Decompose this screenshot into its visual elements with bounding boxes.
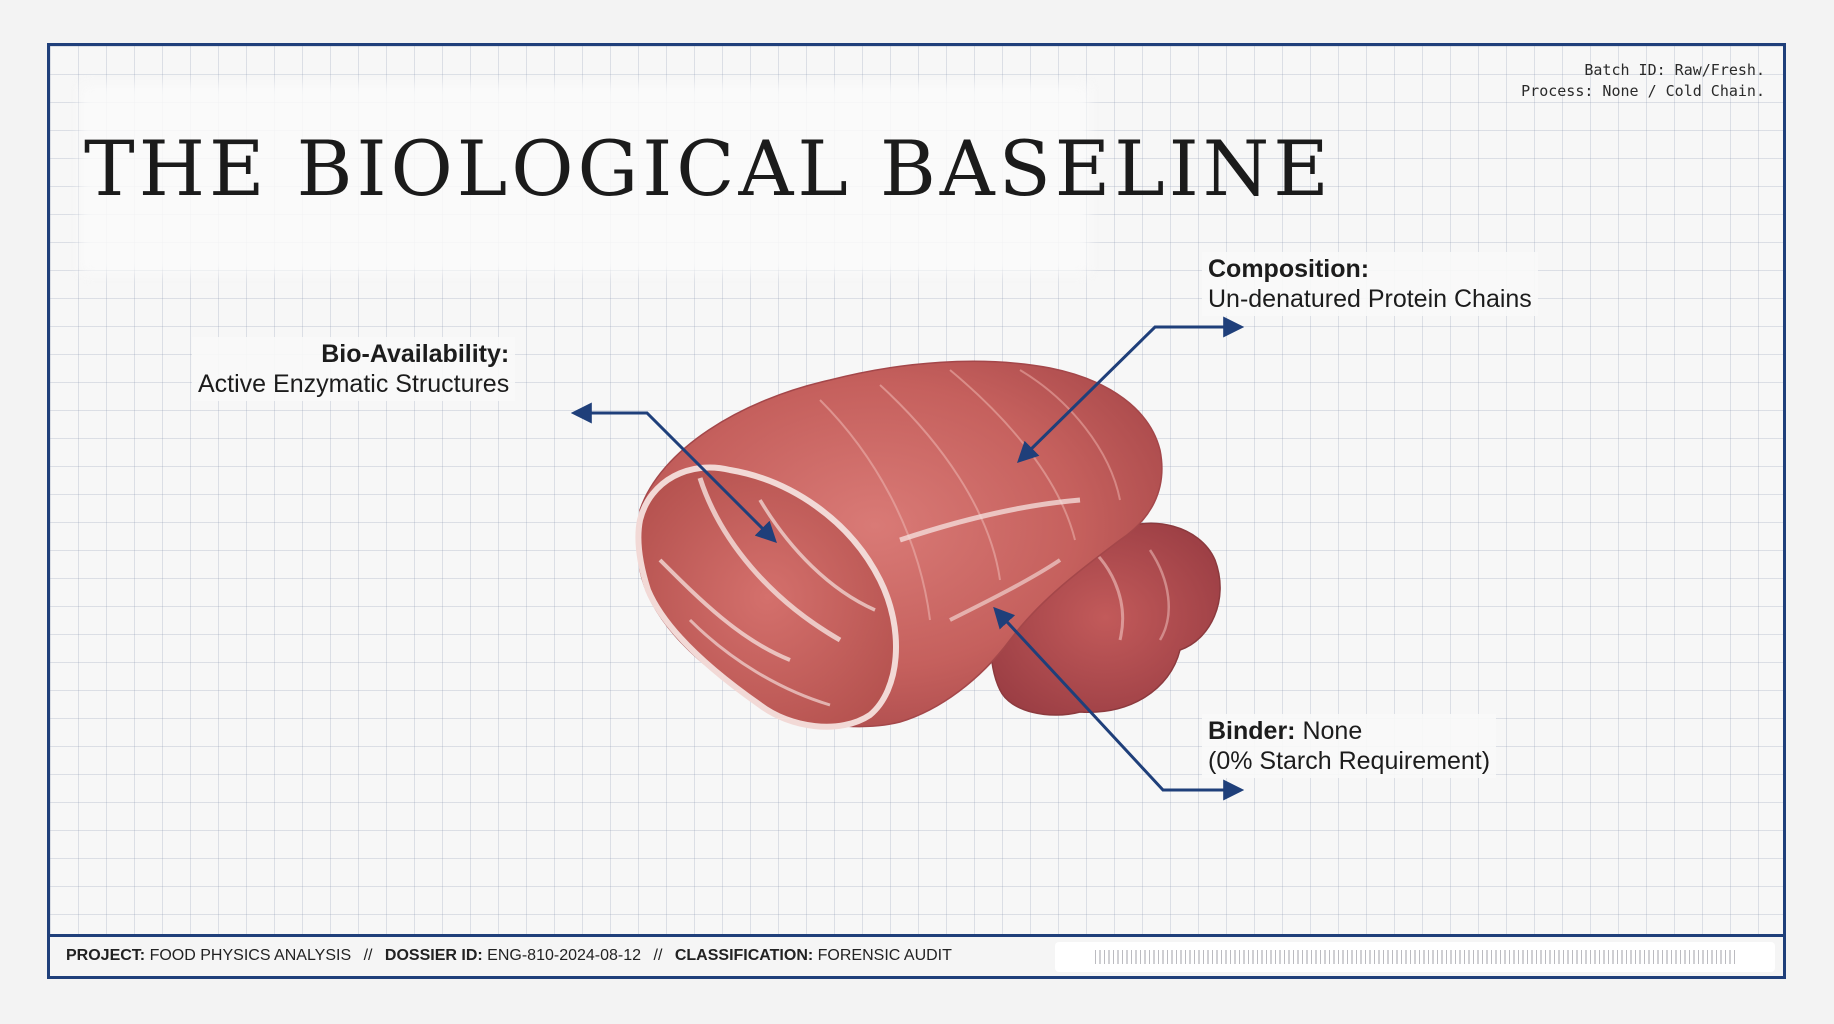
meat-illustration [635,360,1221,730]
project-label: PROJECT: [66,947,146,964]
bio-availability-text: Active Enzymatic Structures [198,370,510,398]
classification-value: FORENSIC AUDIT [817,947,952,964]
dossier-value: ENG-810-2024-08-12 [487,947,642,964]
binder-value: None [1302,717,1363,745]
project-value: FOOD PHYSICS ANALYSIS [149,947,352,964]
process-line: Process: None / Cold Chain. [1521,82,1765,100]
composition-heading: Composition: [1208,255,1370,283]
composition-text: Un-denatured Protein Chains [1208,285,1532,313]
barcode-strip [1055,942,1775,972]
footer-separator: // [363,947,373,964]
composition-callout: Composition: Un-denatured Protein Chains [1202,252,1538,316]
footer-separator: // [653,947,663,964]
binder-callout: Binder: None (0% Starch Requirement) [1202,714,1497,778]
title-backdrop [80,84,1090,274]
bio-availability-callout: Bio-Availability: Active Enzymatic Struc… [192,337,516,401]
binder-text: (0% Starch Requirement) [1208,747,1491,775]
composition-arrow [1017,316,1245,463]
classification-label: CLASSIFICATION: [674,947,814,964]
batch-id-line: Batch ID: Raw/Fresh. [1584,61,1765,79]
binder-arrow [993,606,1245,801]
batch-info: Batch ID: Raw/Fresh. Process: None / Col… [1521,60,1765,102]
bio-availability-arrow [570,402,777,543]
dossier-label: DOSSIER ID: [384,947,483,964]
page-title: THE BIOLOGICAL BASELINE [84,124,1333,213]
bio-availability-heading: Bio-Availability: [321,340,510,368]
binder-heading: Binder: [1208,717,1296,745]
footer-bar: PROJECT: FOOD PHYSICS ANALYSIS // DOSSIE… [50,934,1783,976]
